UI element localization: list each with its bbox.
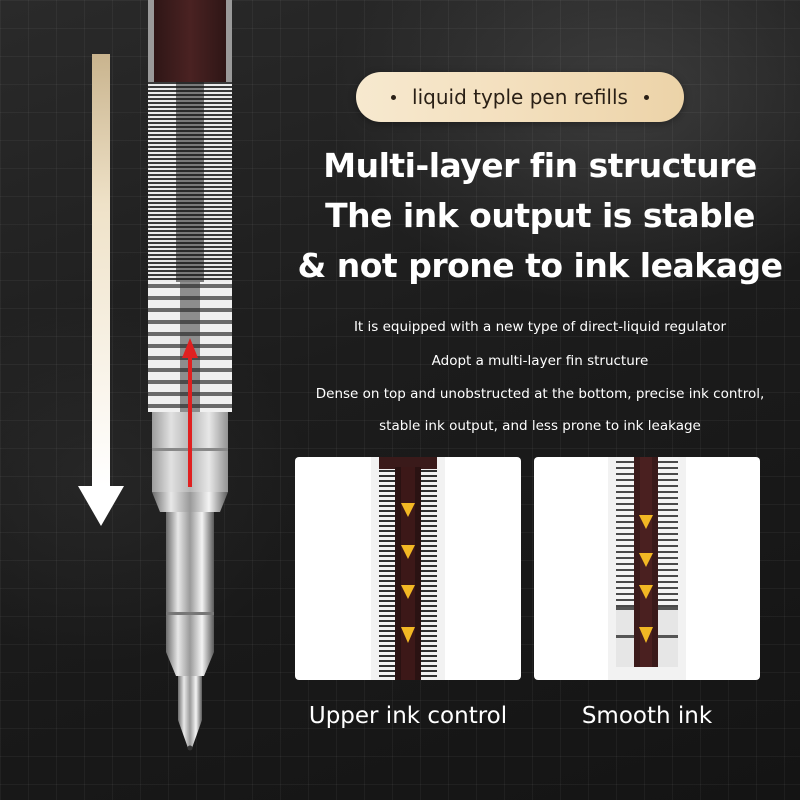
bullet-dot (391, 94, 397, 100)
pen-refill-illustration (148, 0, 232, 751)
badge-label: liquid typle pen refills (412, 85, 628, 109)
ink-drop-arrow-icon (401, 503, 415, 643)
down-arrow-icon (78, 54, 124, 526)
caption-smooth-ink: Smooth ink (581, 703, 713, 729)
headline-line-2: The ink output is stable (325, 196, 755, 235)
bullet-dot (643, 94, 649, 100)
product-badge: liquid typle pen refills (356, 72, 684, 122)
description-line-3: Dense on top and unobstructed at the bot… (315, 386, 765, 402)
description-line-4: stable ink output, and less prone to ink… (379, 418, 701, 434)
description-line-1: It is equipped with a new type of direct… (353, 319, 727, 335)
upper-ink-control-image (295, 457, 521, 680)
caption-upper-ink-control: Upper ink control (308, 703, 508, 729)
ink-drop-arrow-icon (639, 515, 653, 643)
headline-line-1: Multi-layer fin structure (323, 146, 757, 185)
headline-line-3: & not prone to ink leakage (297, 246, 783, 285)
smooth-ink-image (534, 457, 760, 680)
description-line-2: Adopt a multi-layer fin structure (431, 353, 649, 369)
up-arrow-icon (182, 338, 198, 487)
